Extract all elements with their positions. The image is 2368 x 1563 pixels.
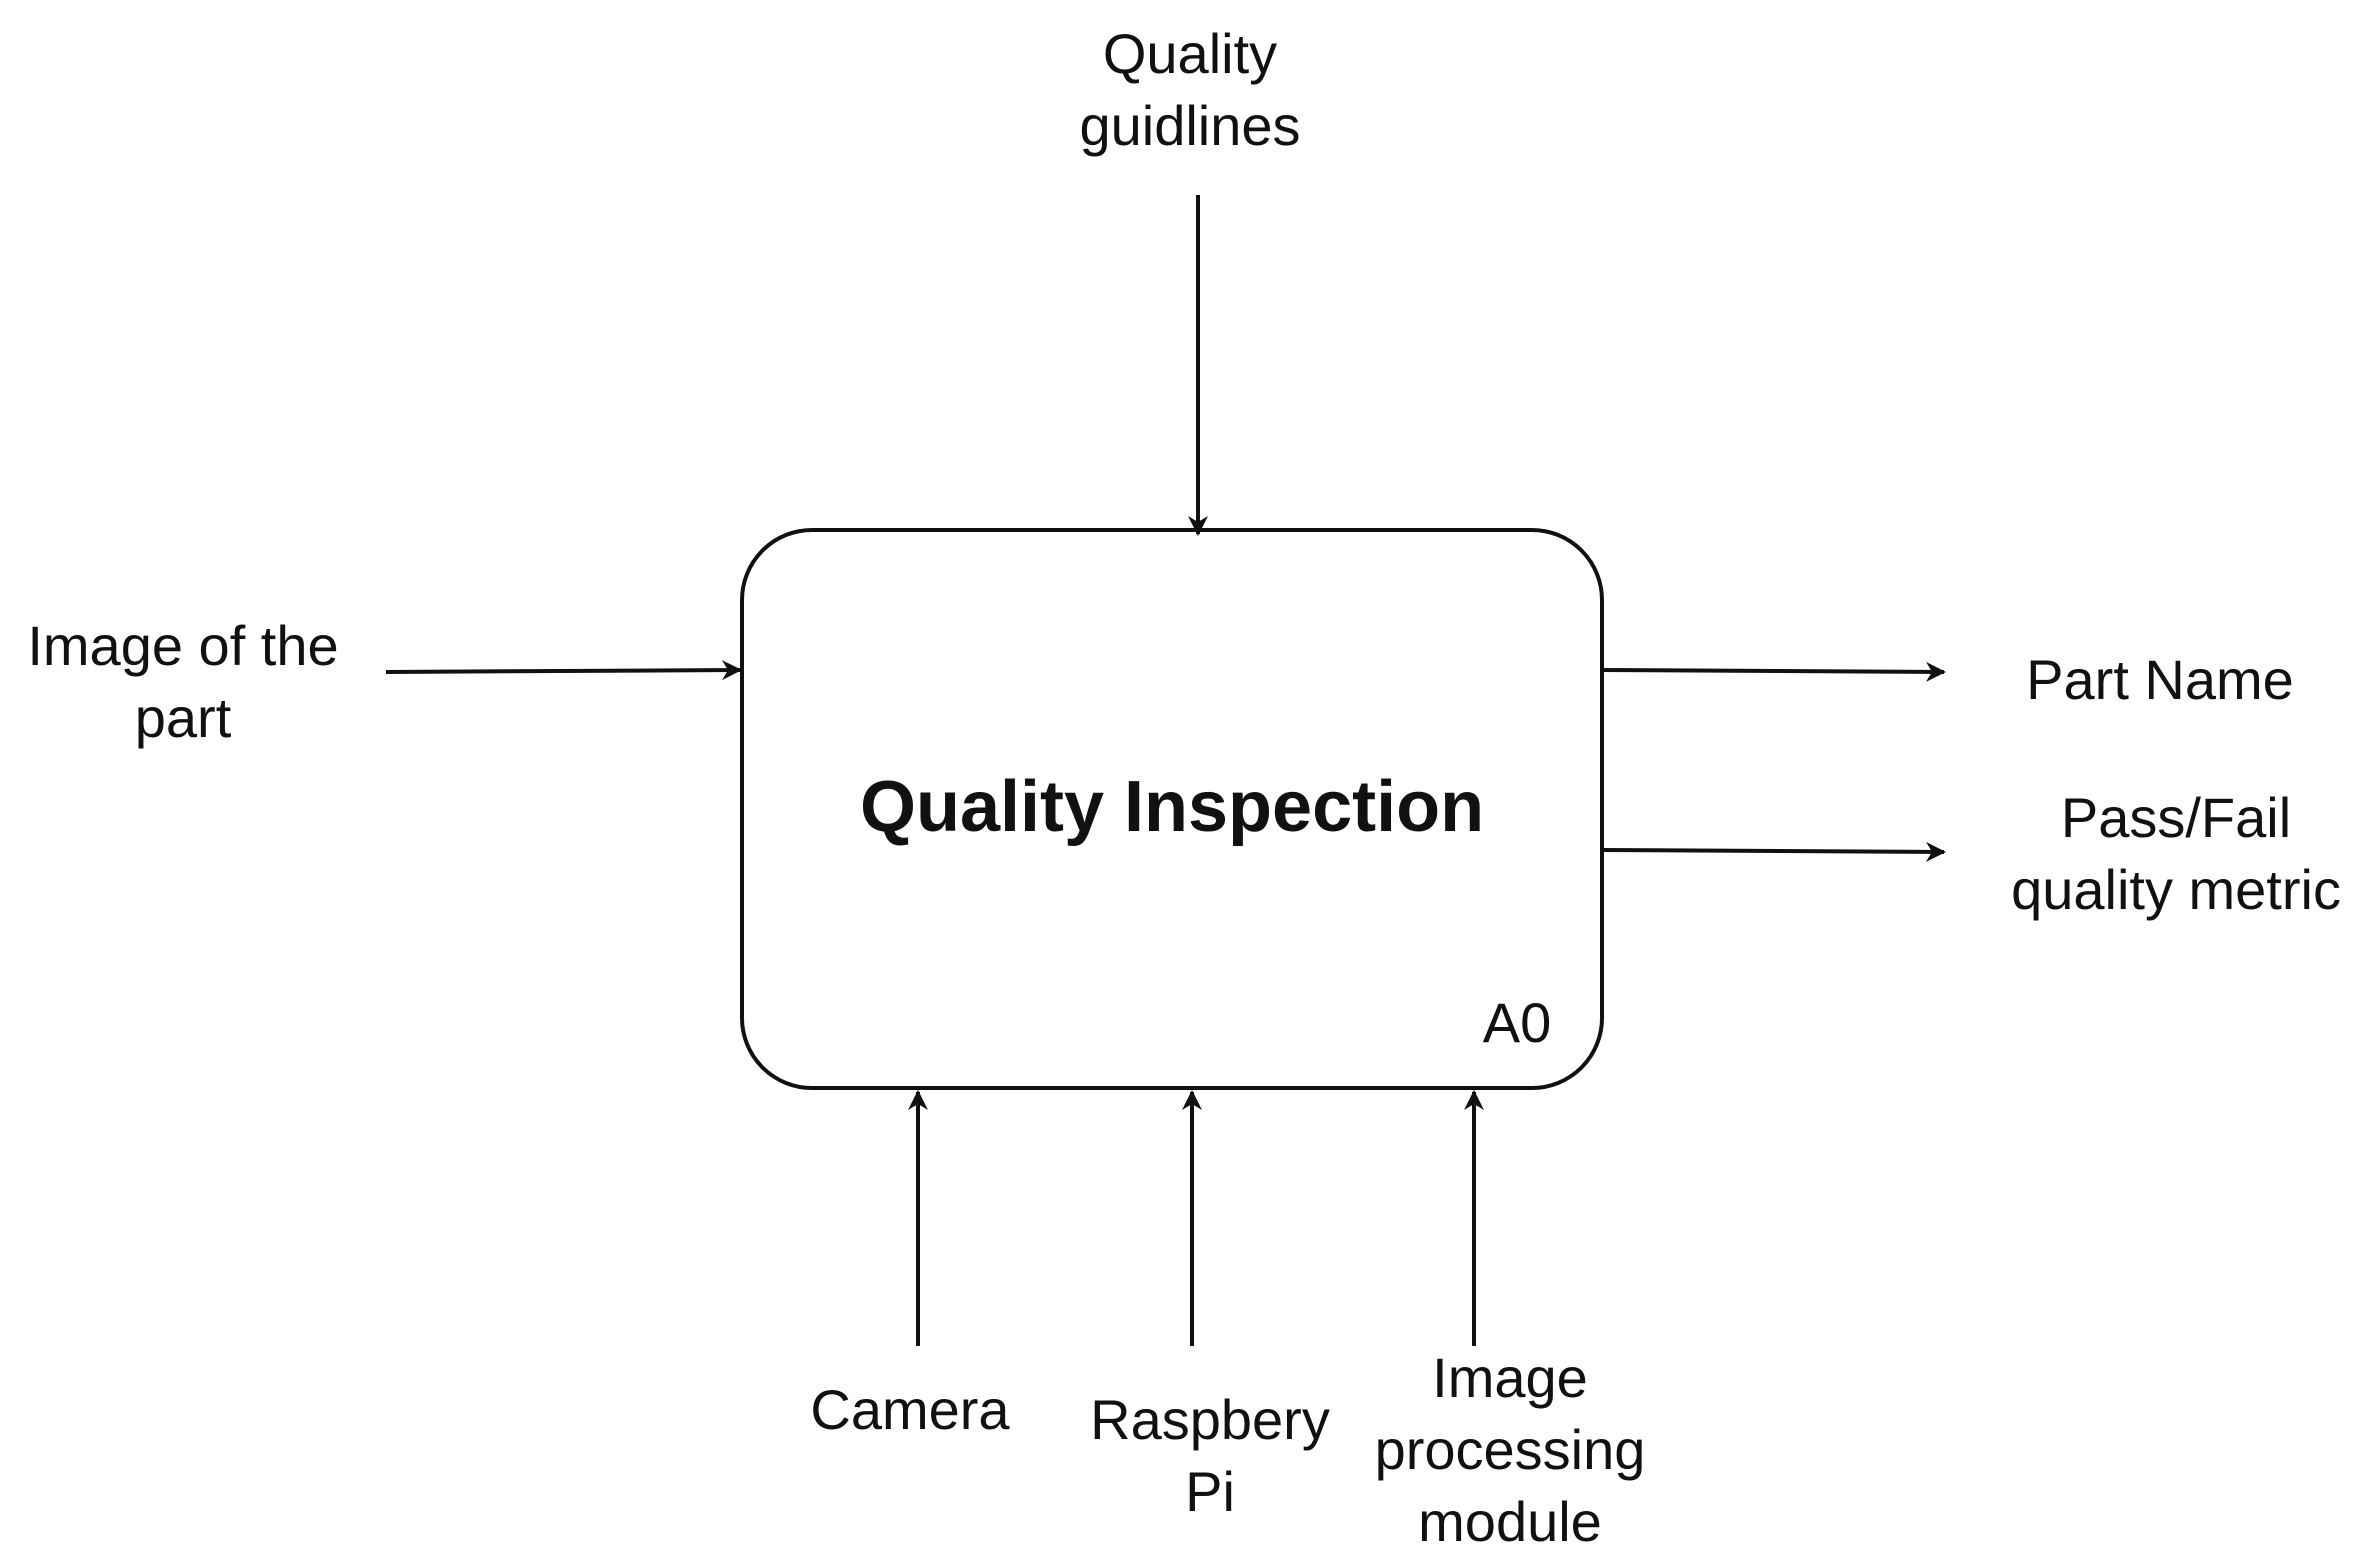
- input-arrow: [385, 660, 742, 681]
- mechanism-label-camera: Camera: [810, 1378, 1010, 1441]
- node-id-label: A0: [1482, 991, 1552, 1054]
- function-title: Quality Inspection: [859, 767, 1485, 847]
- output-label-pass-fail: Pass/Fail quality metric: [2011, 786, 2341, 921]
- mechanism-label-image-processing: Image processing module: [1374, 1346, 1646, 1553]
- mechanism-label-raspberry-pi: Raspbery Pi: [1090, 1388, 1330, 1523]
- input-label: Image of the part: [27, 614, 339, 749]
- output-arrow-part-name: [1601, 661, 1946, 682]
- output-arrow-pass-fail: [1601, 841, 1946, 862]
- output-label-part-name: Part Name: [2026, 648, 2294, 711]
- function-box: [740, 528, 1604, 1090]
- control-label: Quality guidlines: [1079, 22, 1301, 157]
